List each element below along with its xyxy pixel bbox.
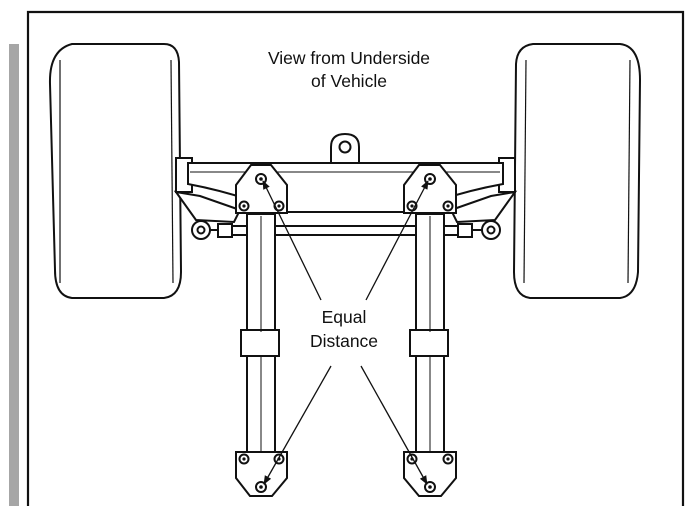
page-margin-bar — [9, 44, 19, 506]
diagram-frame — [26, 10, 685, 506]
arrow-upper-left — [262, 180, 322, 301]
arrow-lower-right — [360, 365, 428, 485]
equal-distance-label-line-1: Equal — [302, 306, 386, 328]
diagram-title-line-1: View from Underside — [267, 48, 431, 68]
left-trailing-arm — [240, 213, 280, 457]
measurement-arrows — [262, 180, 429, 485]
arrow-upper-right — [365, 180, 429, 301]
right-wheel — [512, 43, 642, 299]
left-wheel — [48, 43, 183, 299]
right-trailing-arm — [409, 213, 449, 457]
arrow-lower-left — [263, 365, 332, 485]
right-rear-bracket — [403, 451, 457, 497]
steering-linkage — [173, 190, 518, 224]
left-rear-bracket — [235, 451, 288, 497]
center-tab — [330, 132, 360, 164]
diagram-title-line-2: of Vehicle — [311, 71, 387, 91]
tie-rod-ends — [191, 220, 501, 240]
equal-distance-label-line-2: Distance — [302, 330, 386, 352]
